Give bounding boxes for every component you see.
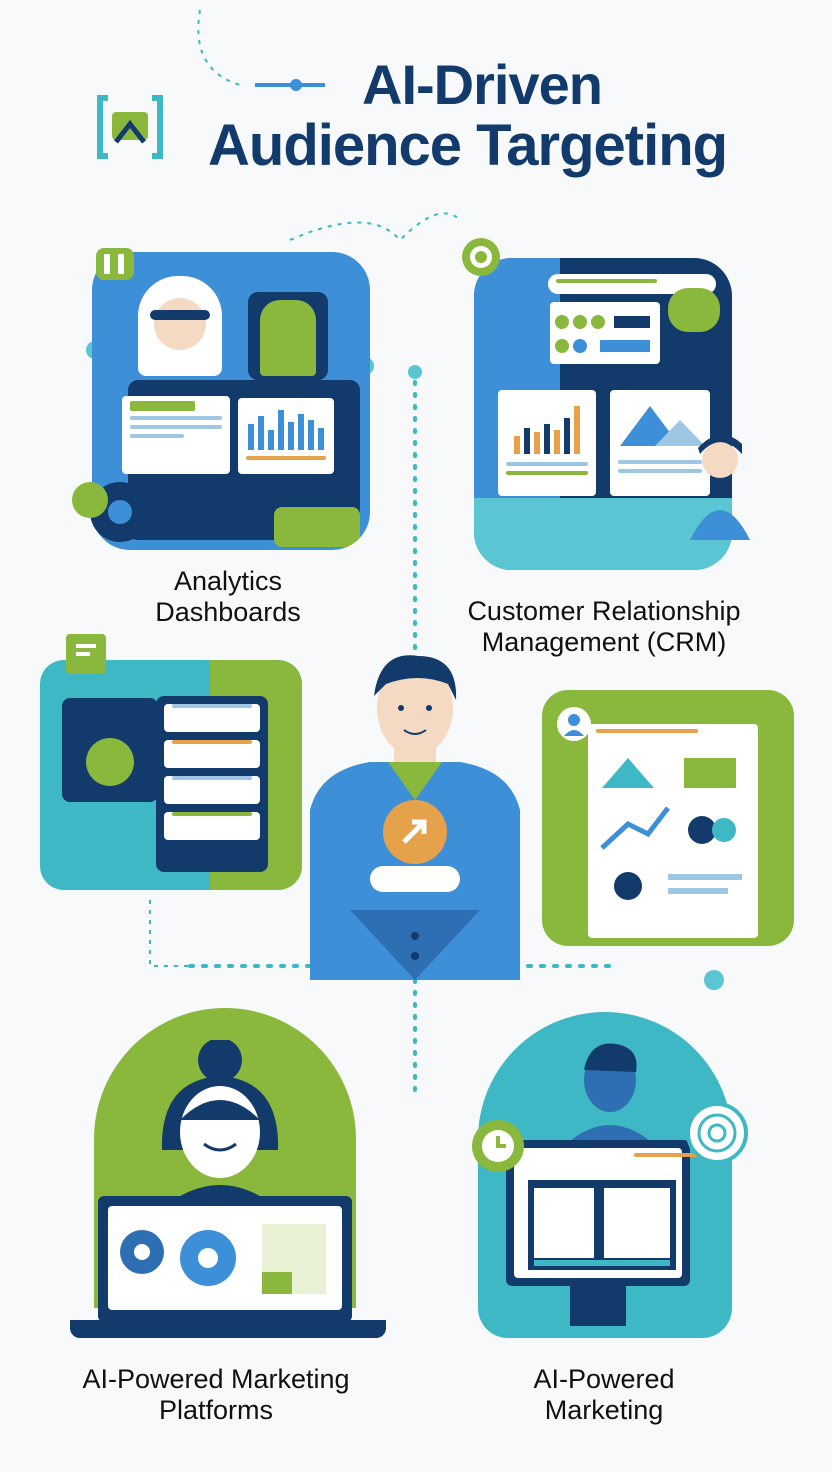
crm-panel	[474, 258, 732, 570]
platforms-label-line-2: Platforms	[158, 1395, 274, 1425]
content-dashboard-panel	[40, 660, 302, 890]
crm-contacts-icon	[555, 315, 650, 353]
marketing-label-line-2: Marketing	[544, 1395, 664, 1425]
gear-icon	[72, 482, 150, 542]
target-logo-icon	[97, 95, 163, 159]
crm-label-line-2: Management (CRM)	[481, 627, 727, 657]
man-avatar	[560, 1043, 660, 1150]
clock-icon	[472, 1120, 524, 1172]
analytics-label-line-2: Dashboards	[155, 597, 301, 627]
platforms-label-line-1: AI-Powered Marketing	[82, 1364, 350, 1394]
laptop-base	[70, 1320, 386, 1338]
crm-label-line-1: Customer Relationship	[467, 596, 741, 626]
report-charts-icon	[600, 758, 742, 900]
user-icon	[557, 707, 591, 741]
headset-icon	[462, 238, 500, 276]
title-line-1: AI-Driven	[362, 53, 603, 116]
monitor-stand	[570, 1286, 626, 1326]
title-line-2: Audience Targeting	[208, 113, 728, 178]
marketing-label-line-1: AI-Powered	[533, 1364, 675, 1394]
crm-person-avatar	[690, 434, 750, 540]
analytics-label-line-1: Analytics	[173, 566, 283, 596]
monitor-screen	[506, 1140, 718, 1286]
central-person-avatar	[310, 655, 520, 980]
woman-avatar	[160, 1040, 280, 1210]
target-spiral-icon	[686, 1102, 748, 1164]
building-icon	[96, 248, 134, 280]
laptop-screen	[98, 1196, 352, 1322]
person-avatar	[138, 276, 222, 376]
settings-gears-icon	[120, 1224, 326, 1294]
mountain-chart-icon	[620, 406, 705, 446]
document-icon	[66, 634, 106, 674]
